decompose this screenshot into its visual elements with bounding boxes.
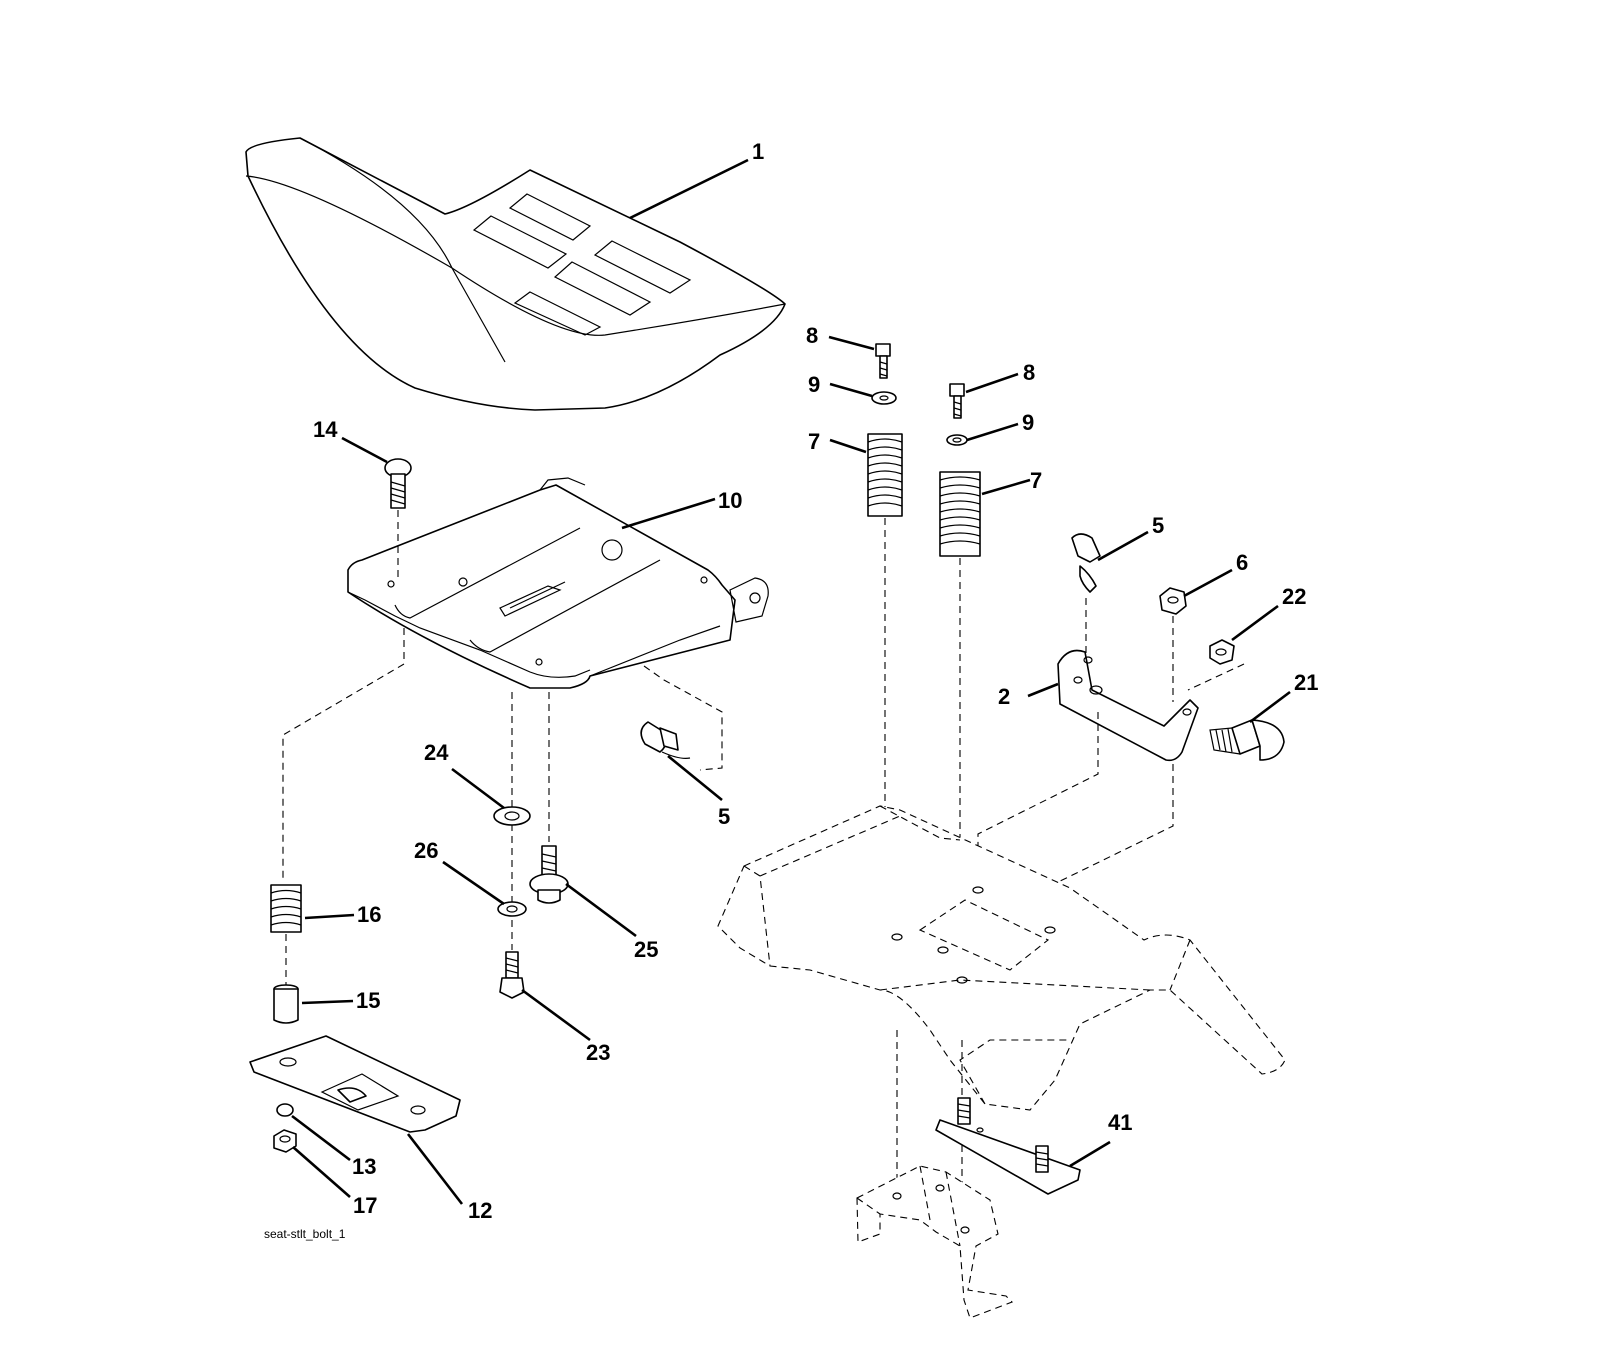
nut-part-6 (1159, 587, 1187, 615)
bolt-part-8-left (875, 343, 891, 379)
callout-1: 1 (752, 139, 764, 164)
stud-plate-part-41 (935, 1097, 1081, 1195)
callout-10: 10 (718, 488, 742, 513)
callout-6: 6 (1236, 550, 1248, 575)
callout-22: 22 (1282, 584, 1306, 609)
frame-outline (717, 805, 1286, 1111)
callout-26: 26 (414, 838, 438, 863)
seat-pan-part-10 (347, 477, 769, 689)
washer-part-9-left (871, 391, 897, 405)
callout-7-left: 7 (808, 429, 820, 454)
callout-7-right: 7 (1030, 468, 1042, 493)
bolt-part-21 (1209, 719, 1285, 761)
shoulder-bolt-part-25 (529, 845, 569, 904)
callout-14: 14 (313, 417, 338, 442)
washer-part-9-right (946, 434, 968, 446)
callout-8-left: 8 (806, 323, 818, 348)
nut-part-22 (1209, 639, 1235, 665)
callout-8-right: 8 (1023, 360, 1035, 385)
callout-5-lower: 5 (718, 804, 730, 829)
callout-23: 23 (586, 1040, 610, 1065)
callout-5-upper: 5 (1152, 513, 1164, 538)
callout-15: 15 (356, 988, 380, 1013)
carriage-bolt-part-14 (384, 458, 412, 509)
callout-2: 2 (998, 684, 1010, 709)
bolt-part-8-right (949, 383, 965, 419)
diagram-caption: seat-stlt_bolt_1 (264, 1227, 346, 1241)
callout-9-left: 9 (808, 372, 820, 397)
cable-clip-part-5-lower (640, 721, 691, 759)
lower-frame-outline (856, 1165, 1013, 1319)
callout-41: 41 (1108, 1110, 1132, 1135)
cable-clip-part-5-upper (1071, 533, 1101, 593)
hex-bolt-part-23 (499, 951, 525, 999)
callout-25: 25 (634, 937, 658, 962)
callout-12: 12 (468, 1198, 492, 1223)
callout-13: 13 (352, 1154, 376, 1179)
spring-part-16 (270, 884, 302, 933)
callout-24: 24 (424, 740, 449, 765)
washer-part-24 (493, 806, 531, 826)
seat-part-1 (245, 137, 786, 411)
spring-part-7-left (867, 433, 903, 517)
slide-bracket-part-12 (249, 1035, 461, 1133)
callout-17: 17 (353, 1193, 377, 1218)
callout-16: 16 (357, 902, 381, 927)
bracket-part-2 (1057, 649, 1199, 762)
spring-part-7-right (939, 471, 981, 557)
lock-washer-part-26 (497, 901, 527, 917)
spacer-part-15 (273, 984, 299, 1024)
callout-9-right: 9 (1022, 410, 1034, 435)
nut-part-13 (276, 1103, 294, 1117)
callout-21: 21 (1294, 670, 1318, 695)
lock-nut-part-17 (273, 1129, 297, 1153)
